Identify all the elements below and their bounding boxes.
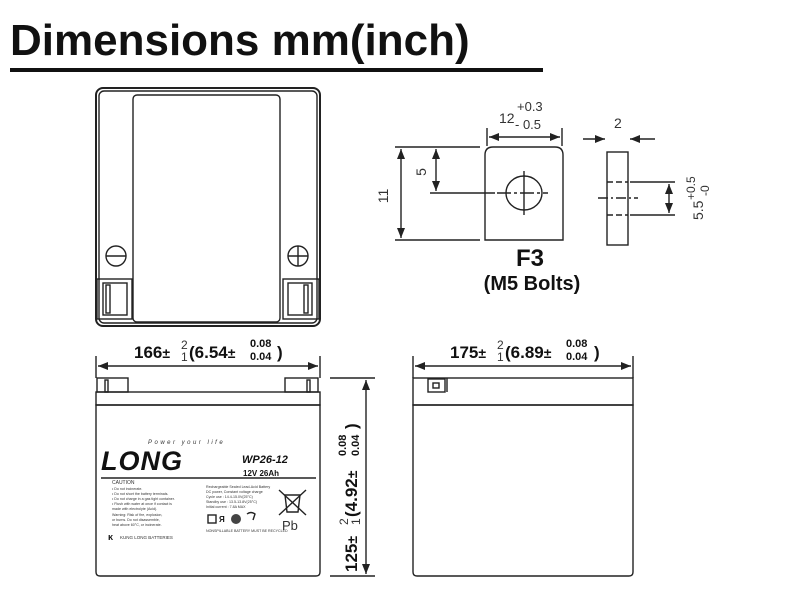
height-mm-tol-plus: 2 xyxy=(337,518,351,525)
terminal-width-label: 12 xyxy=(499,110,515,126)
paren: ) xyxy=(342,423,361,429)
pm-sign: ± xyxy=(478,345,486,361)
paren: ) xyxy=(277,343,283,362)
battery-rating: 12V 26Ah xyxy=(243,469,279,478)
pm-sign: ± xyxy=(544,345,552,361)
terminal-detail: 11 5 12 +0.3 - 0.5 2 5.5 +0.5 -0 F3 (M5 … xyxy=(375,99,712,295)
width-mm-tol-plus: 2 xyxy=(497,338,504,352)
recycle-note: NONSPILLABLE BATTERY MUST BE RECYCLED xyxy=(206,529,288,533)
pm-sign: ± xyxy=(344,470,360,478)
pm-sign: ± xyxy=(162,345,170,361)
caution-line: • Do not charge in a gas tight container… xyxy=(112,497,175,501)
battery-side-view xyxy=(412,377,634,577)
side-tol-plus: +0.5 xyxy=(684,176,698,200)
terminal-width-tol-plus: +0.3 xyxy=(517,99,543,114)
length-in-tol-minus: 0.04 xyxy=(250,351,272,363)
positive-terminal-icon xyxy=(287,245,309,267)
pm-sign: ± xyxy=(228,345,236,361)
terminal-height-label: 11 xyxy=(375,189,391,204)
spec-line: Standby use : 13.5-13.8V(25°C) xyxy=(206,500,257,504)
svg-text:166±: 166± xyxy=(134,343,170,362)
svg-text:(6.54±: (6.54± xyxy=(189,343,236,362)
brand-logo: LONG xyxy=(101,446,183,476)
spec-line: DC power, Constant voltage charge xyxy=(206,490,263,494)
side-dim-label: 5.5 xyxy=(690,200,706,220)
pm-sign: ± xyxy=(344,536,360,544)
negative-terminal-icon xyxy=(105,245,127,267)
svg-text:Я: Я xyxy=(219,515,225,524)
length-mm-tol-minus: 1 xyxy=(181,350,188,364)
paren: ) xyxy=(594,343,600,362)
caution-line: • Do not incinerate. xyxy=(112,487,142,491)
model-number: WP26-12 xyxy=(242,454,288,466)
caution-line: • Do not short the battery terminals. xyxy=(112,492,168,496)
warning-line: Warning: Risk of fire, explosion, xyxy=(112,513,162,517)
caution-title: CAUTION xyxy=(112,480,135,486)
maker-logo: ᴋ xyxy=(108,532,114,542)
length-mm: 166 xyxy=(134,343,162,362)
spec-line: Cycle use : 14.4-15.0V(25°C) xyxy=(206,495,253,499)
width-in-tol-plus: 0.08 xyxy=(566,338,587,350)
svg-text:(4.92±: (4.92± xyxy=(342,470,361,517)
height-in-tol-minus: 0.04 xyxy=(350,434,362,456)
page-title: Dimensions mm(inch) xyxy=(10,16,470,65)
width-in-tol-minus: 0.04 xyxy=(566,351,588,363)
thickness-label: 2 xyxy=(614,115,622,131)
terminal-type: F3 xyxy=(516,245,544,272)
width-mm: 175 xyxy=(450,343,478,362)
length-in-tol-plus: 0.08 xyxy=(250,338,271,350)
certification-icons: Я xyxy=(207,511,256,524)
height-dimension: 125± 2 1 (4.92± 0.08 0.04 ) xyxy=(330,377,375,577)
caution-line: made with electrolyte (Acid). xyxy=(112,507,157,511)
height-mm-tol-minus: 1 xyxy=(349,518,363,525)
lead-symbol: Pb xyxy=(282,518,298,533)
svg-text:(6.89±: (6.89± xyxy=(505,343,552,362)
bolt-size: (M5 Bolts) xyxy=(484,273,581,295)
width-inch: (6.89 xyxy=(505,343,544,362)
terminal-width-tol-minus: - 0.5 xyxy=(515,117,541,132)
height-inch: (4.92 xyxy=(342,478,361,517)
length-mm-tol-plus: 2 xyxy=(181,338,188,352)
caution-line: • Flush with water at once if contact is xyxy=(112,502,172,506)
battery-front-view: Power your life LONG WP26-12 12V 26Ah CA… xyxy=(95,377,321,577)
brand-tagline: Power your life xyxy=(148,440,225,446)
side-tol-minus: -0 xyxy=(698,185,712,196)
title-underline xyxy=(10,68,543,72)
svg-text:175±: 175± xyxy=(450,343,486,362)
length-dimension: 166± 2 1 (6.54± 0.08 0.04 ) xyxy=(95,338,321,378)
recycle-bin-crossed-icon xyxy=(278,489,307,516)
width-dimension: 175± 2 1 (6.89± 0.08 0.04 ) xyxy=(412,338,634,378)
height-in-tol-plus: 0.08 xyxy=(337,435,349,456)
svg-text:125±: 125± xyxy=(342,536,361,572)
length-inch: (6.54 xyxy=(189,343,228,362)
warning-line: heat above 60°C, or incinerate. xyxy=(112,523,162,527)
spec-line: Rechargeable Sealed Lead-Acid Battery xyxy=(206,485,270,489)
spec-line: Initial current : 7.8A MAX xyxy=(206,505,246,509)
width-mm-tol-minus: 1 xyxy=(497,350,504,364)
warning-line: or burns. Do not disassemble, xyxy=(112,518,160,522)
height-mm: 125 xyxy=(342,544,361,572)
hole-height-label: 5 xyxy=(413,168,429,176)
battery-top-view xyxy=(95,87,321,327)
maker-name: KUNG LONG BATTERIES xyxy=(120,535,173,540)
